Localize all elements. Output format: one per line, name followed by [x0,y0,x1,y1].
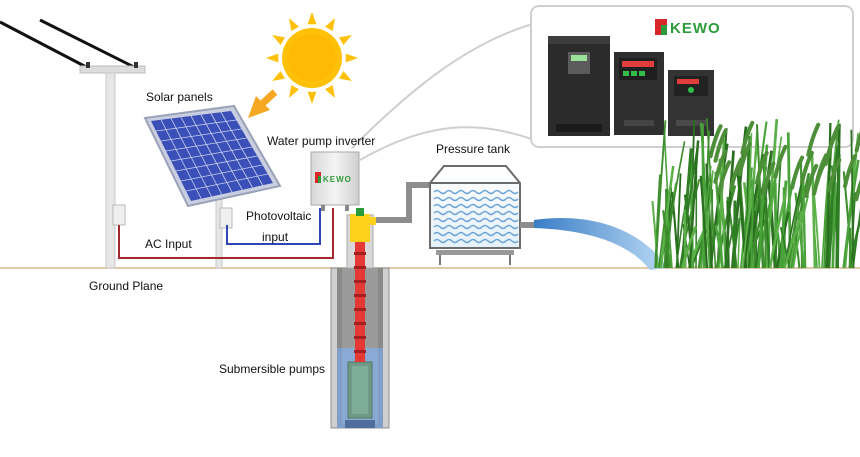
small-inverter-icon [668,70,714,136]
solar-panels-label: Solar panels [146,90,213,104]
photovoltaic-input-label: input [262,230,289,244]
pressure-tank-icon [429,165,534,265]
pressure-tank-label: Pressure tank [436,142,511,156]
solar-panel-icon [143,104,282,269]
inverter-brand: KEWO [323,175,352,184]
water-jet [534,218,668,270]
brand-name: KEWO [670,20,721,37]
inverter-box-icon: KEWO [310,151,360,211]
ac-input-label: AC Input [145,237,192,251]
delivery-pipe [372,182,436,223]
ground-plane-label: Ground Plane [89,279,164,293]
sun-icon [266,12,358,104]
submersible-pumps-label: Submersible pumps [219,362,326,376]
photovoltaic-label: Photovoltaic [246,209,312,223]
power-pole-icon [79,62,146,269]
large-inverter-icon [548,36,610,136]
photovoltaic-wire [226,208,321,245]
inverter-products-box: KEWO [530,5,854,148]
medium-inverter-icon [614,52,664,135]
sun-arrow-icon [248,89,278,118]
kewo-logo-icon [655,19,667,35]
callout-lines [351,21,541,161]
ac-input-wire [118,208,334,259]
power-line-cables [0,18,141,72]
water-pump-inverter-label: Water pump inverter [267,134,376,148]
pump-well-icon [330,208,390,429]
grass-icon [651,118,860,269]
